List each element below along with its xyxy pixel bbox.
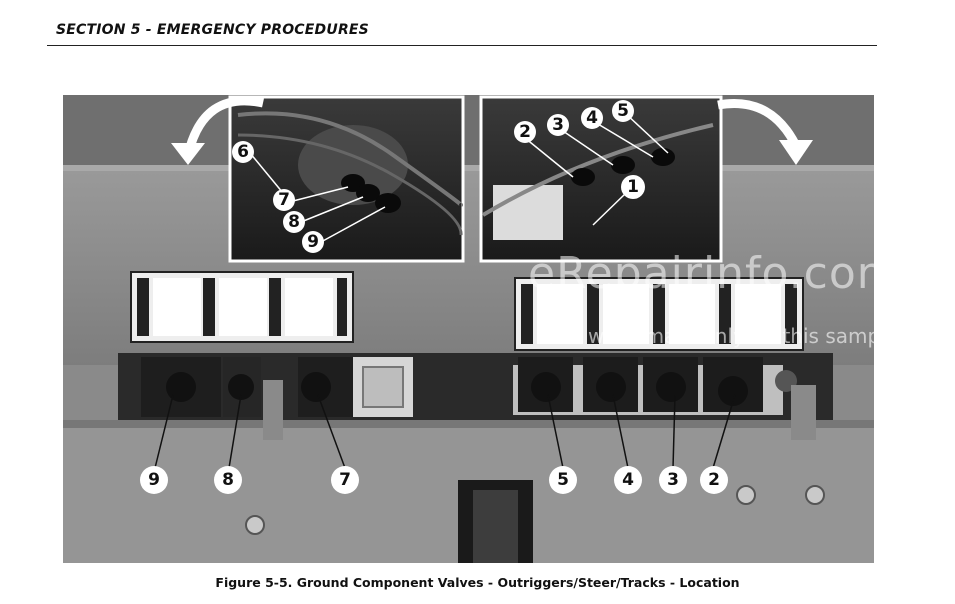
section-title: SECTION 5 - EMERGENCY PROCEDURES bbox=[56, 22, 369, 38]
watermark-sub: watermark only on this sample bbox=[588, 324, 899, 348]
callout-8: 8 bbox=[214, 466, 242, 494]
svg-text:9: 9 bbox=[307, 232, 319, 252]
svg-text:9: 9 bbox=[148, 470, 160, 490]
svg-text:2: 2 bbox=[519, 122, 531, 142]
svg-text:6: 6 bbox=[237, 142, 249, 162]
callout-3-inset: 3 bbox=[547, 114, 569, 136]
callout-9-inset: 9 bbox=[302, 231, 324, 253]
svg-text:8: 8 bbox=[222, 470, 234, 490]
svg-text:3: 3 bbox=[552, 115, 564, 135]
callout-5: 5 bbox=[549, 466, 577, 494]
svg-text:4: 4 bbox=[586, 108, 598, 128]
svg-text:2: 2 bbox=[708, 470, 720, 490]
arrow-left-curve bbox=[183, 96, 264, 157]
callout-4-inset: 4 bbox=[581, 107, 603, 129]
svg-text:5: 5 bbox=[557, 470, 569, 490]
watermark-main: eRepairinfo.com bbox=[528, 248, 901, 299]
svg-text:5: 5 bbox=[617, 101, 629, 121]
svg-text:8: 8 bbox=[288, 212, 300, 232]
callout-6: 6 bbox=[232, 141, 254, 163]
callout-5-inset: 5 bbox=[612, 100, 634, 122]
arrow-right-head bbox=[779, 140, 813, 165]
svg-text:3: 3 bbox=[667, 470, 679, 490]
header-divider bbox=[47, 45, 877, 46]
callout-7: 7 bbox=[331, 466, 359, 494]
callout-2-inset: 2 bbox=[514, 121, 536, 143]
callout-4: 4 bbox=[614, 466, 642, 494]
arrow-right-curve bbox=[717, 99, 803, 152]
callout-7-inset: 7 bbox=[273, 189, 295, 211]
callout-3: 3 bbox=[659, 466, 687, 494]
svg-text:7: 7 bbox=[339, 470, 351, 490]
arrow-left-head bbox=[171, 143, 205, 165]
photo-illustration: 6 7 8 9 2 3 4 5 bbox=[63, 95, 874, 563]
svg-text:4: 4 bbox=[622, 470, 634, 490]
figure-caption: Figure 5-5. Ground Component Valves - Ou… bbox=[215, 575, 740, 590]
callout-1: 1 bbox=[621, 175, 645, 199]
svg-text:7: 7 bbox=[278, 190, 290, 210]
callout-9: 9 bbox=[140, 466, 168, 494]
svg-text:1: 1 bbox=[627, 177, 639, 197]
figure-photo: 6 7 8 9 2 3 4 5 bbox=[63, 95, 874, 563]
callout-8-inset: 8 bbox=[283, 211, 305, 233]
callout-2: 2 bbox=[700, 466, 728, 494]
